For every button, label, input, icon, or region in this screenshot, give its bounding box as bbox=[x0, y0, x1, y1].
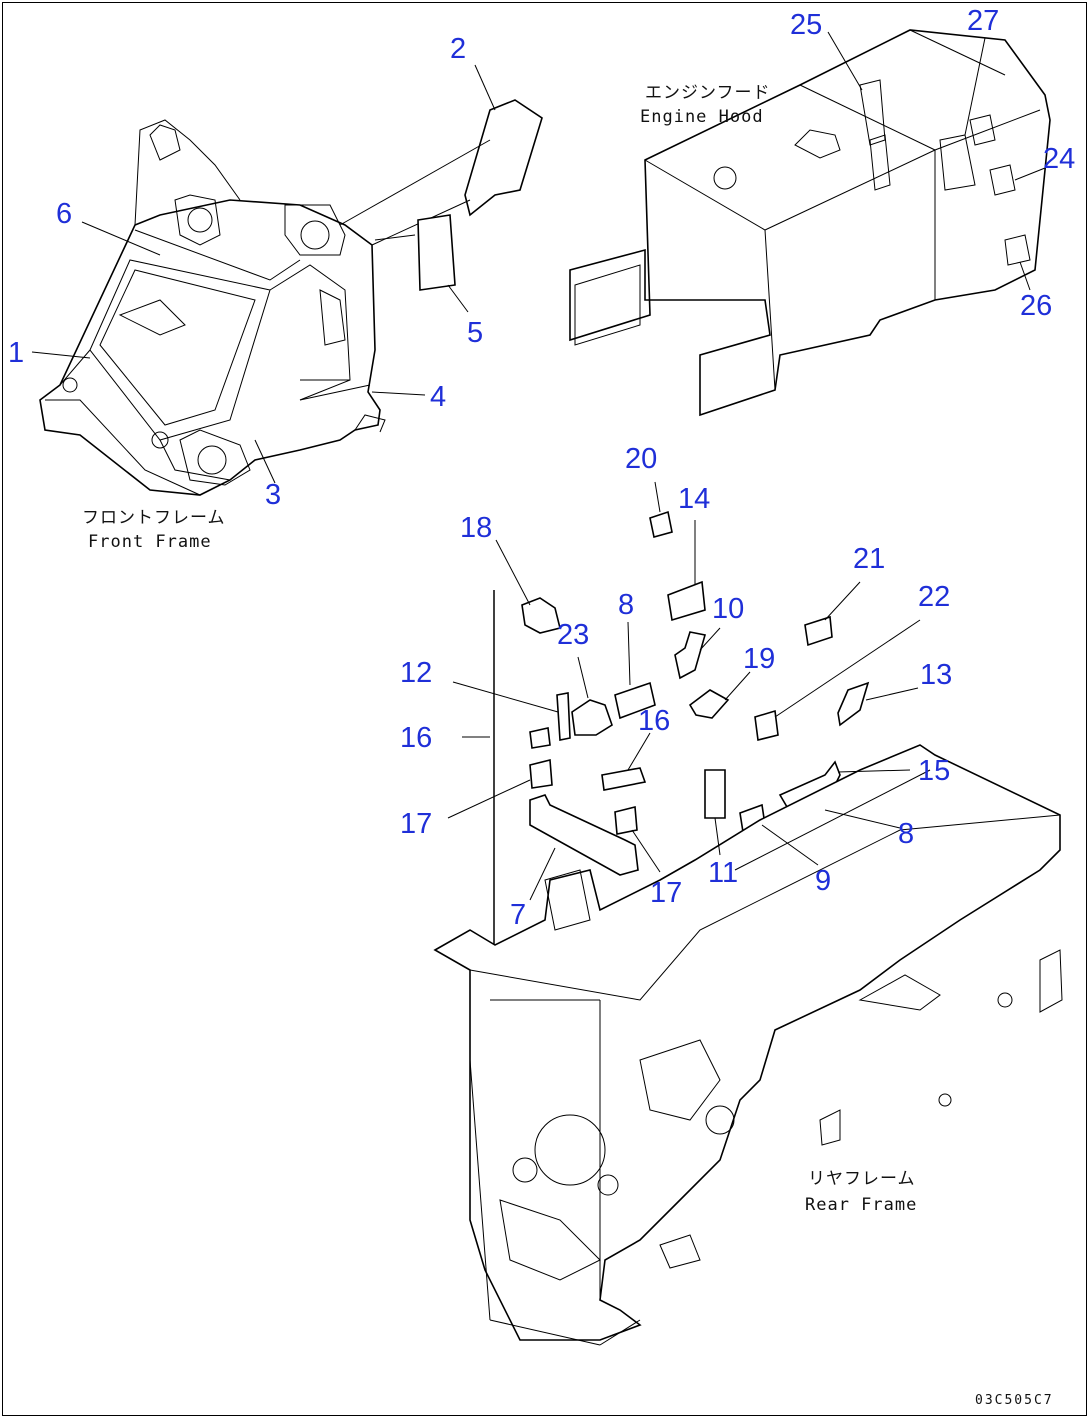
rear-frame-drawing bbox=[433, 744, 1063, 1346]
callout-5: 5 bbox=[467, 317, 483, 349]
part-7-shape bbox=[529, 794, 639, 876]
callout-13: 13 bbox=[920, 659, 952, 691]
part-17b-shape bbox=[614, 805, 638, 835]
callout-18: 18 bbox=[460, 512, 492, 544]
engine-hood-caption-en: Engine Hood bbox=[640, 107, 764, 127]
callout-27: 27 bbox=[967, 5, 999, 37]
engine-hood-caption-jp: エンジンフード bbox=[645, 83, 771, 103]
callout-1: 1 bbox=[8, 337, 24, 369]
callout-19: 19 bbox=[743, 643, 775, 675]
part-13-shape bbox=[837, 681, 870, 727]
part-10-shape bbox=[674, 631, 707, 680]
callout-4: 4 bbox=[430, 381, 446, 413]
callout-12: 12 bbox=[400, 657, 432, 689]
part-14-shape bbox=[667, 580, 706, 622]
callout-6: 6 bbox=[56, 198, 72, 230]
callout-3: 3 bbox=[265, 479, 281, 511]
part-21-shape bbox=[804, 615, 833, 647]
callout-7: 7 bbox=[510, 899, 526, 931]
rear-frame-caption-en: Rear Frame bbox=[805, 1195, 917, 1215]
callout-8-lower: 8 bbox=[898, 818, 914, 850]
part-8-shape bbox=[614, 681, 656, 720]
part-17a-shape bbox=[529, 758, 553, 789]
callout-9: 9 bbox=[815, 865, 831, 897]
callout-2: 2 bbox=[450, 33, 466, 65]
callout-16-center: 16 bbox=[638, 705, 670, 737]
callout-21: 21 bbox=[853, 543, 885, 575]
part-22-shape bbox=[754, 709, 779, 741]
part-16b-shape bbox=[601, 767, 647, 791]
callout-14: 14 bbox=[678, 483, 710, 515]
front-frame-caption-jp: フロントフレーム bbox=[82, 508, 226, 528]
callout-22: 22 bbox=[918, 581, 950, 613]
part-20-shape bbox=[649, 510, 673, 538]
part-11-shape bbox=[704, 769, 726, 819]
part-19-shape bbox=[688, 689, 730, 719]
rear-frame-caption-jp: リヤフレーム bbox=[808, 1169, 916, 1189]
callout-20: 20 bbox=[625, 443, 657, 475]
leader-lines bbox=[31, 31, 1046, 901]
front-frame-drawing bbox=[39, 119, 386, 496]
part-5-shape bbox=[417, 214, 456, 291]
callout-15: 15 bbox=[918, 755, 950, 787]
callout-11: 11 bbox=[708, 857, 738, 889]
figure-code: 03C505C7 bbox=[975, 1393, 1054, 1408]
callout-25: 25 bbox=[790, 9, 822, 41]
callout-23: 23 bbox=[557, 619, 589, 651]
part-12-shape bbox=[556, 692, 571, 741]
callout-26: 26 bbox=[1020, 290, 1052, 322]
callout-24: 24 bbox=[1043, 143, 1075, 175]
part-23-shape bbox=[571, 699, 613, 736]
front-frame-caption-en: Front Frame bbox=[88, 532, 212, 552]
part-16a-shape bbox=[529, 727, 551, 749]
callout-8-upper: 8 bbox=[618, 589, 634, 621]
callout-17-left: 17 bbox=[400, 808, 432, 840]
callout-16-left: 16 bbox=[400, 722, 432, 754]
engine-hood-drawing bbox=[569, 29, 1051, 417]
part-2-shape bbox=[464, 99, 543, 217]
callout-10: 10 bbox=[712, 593, 744, 625]
callout-17-right: 17 bbox=[650, 877, 682, 909]
part-18-shape bbox=[521, 597, 561, 634]
